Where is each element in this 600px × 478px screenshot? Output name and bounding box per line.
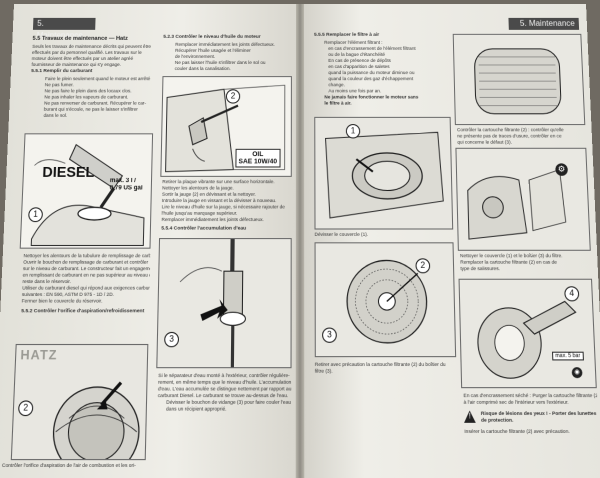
open-manual: 5. Maintenance 5.5 Travaux de maintenanc… xyxy=(0,4,600,478)
left-bottom-text: Contrôler l'orifice d'aspiration de l'ai… xyxy=(1,462,136,469)
filter-housing-drawing xyxy=(456,148,590,250)
figure-number: 2 xyxy=(415,258,431,274)
diesel-label: DIESEL xyxy=(42,163,95,181)
figure-number: 3 xyxy=(322,327,337,343)
oil-dipstick-figure: 2 OIL SAE 10W/40 xyxy=(160,76,292,177)
filter-cover-drawing xyxy=(315,117,453,229)
figure-number: 4 xyxy=(564,286,580,302)
compressed-air-figure: 4 max. 5 bar ◉ xyxy=(458,278,597,389)
water-line: rement, en même temps que le niveau d'hu… xyxy=(158,379,292,385)
filter-element-figure xyxy=(452,33,586,126)
cover-instruction: Dévisser le couvercle (1). xyxy=(314,231,369,237)
intro-line: fournisseur de maintenance qui s'y engag… xyxy=(31,61,122,68)
fuel-subtitle: 5.5.1 Remplir du carburant xyxy=(31,69,93,75)
book-gutter xyxy=(295,4,305,478)
water-line: d'eau. L'eau accumulée se distingue nett… xyxy=(157,385,292,392)
filter-warning: le filtre à air. xyxy=(324,100,352,106)
fuel-line: dans le sol. xyxy=(43,112,68,118)
section-title: 5.5 Travaux de maintenance — Hatz xyxy=(32,35,128,42)
left-page: 5. Maintenance 5.5 Travaux de maintenanc… xyxy=(0,4,296,478)
oil-dipstick-drawing xyxy=(161,77,291,176)
water-subtitle: 5.5.4 Contrôler l'accumulation d'eau xyxy=(161,226,247,232)
compress-text: En cas d'encrassement séché : Purger la … xyxy=(463,392,599,435)
water-text: Si le séparateur d'eau monté à l'extérie… xyxy=(157,372,292,413)
filter-housing-figure: ⚙ xyxy=(455,147,591,251)
filter-cartridge-drawing xyxy=(315,243,456,357)
warning-icon: ! xyxy=(464,411,476,423)
fuel-step: Fermer bien le couvercle du réservoir. xyxy=(21,298,103,304)
water-line: carburant Diesel. Le carburant se trouve… xyxy=(157,392,289,399)
cartridge-check: Contrôler la cartouche filtrante (2) : c… xyxy=(456,127,564,145)
water-line: Dévisser le bouchon de vidange (3) pour … xyxy=(166,399,292,405)
warning-box: ! Risque de lésions des yeux ! - Porter … xyxy=(464,410,599,424)
left-page-header: 5. Maintenance xyxy=(32,17,96,40)
brush-icon: ⚙ xyxy=(555,163,569,176)
left-text-column: 5.5 Travaux de maintenance — Hatz Seuls … xyxy=(29,34,151,119)
right-page: 5. Maintenance 5.5.5 Remplacer le filtre… xyxy=(304,4,600,478)
right-page-header: 5. Maintenance xyxy=(508,17,580,30)
air-intake-figure: HATZ 2 xyxy=(10,343,149,461)
fuel-tank-figure: DIESEL max. 3 l / 0,79 US gal 1 xyxy=(19,133,154,249)
water-line: dans un récipient approprié. xyxy=(165,406,227,412)
cover-clean-text: Nettoyer le couvercle (1) et le boîtier … xyxy=(459,252,563,272)
filter-subtitle: 5.5.5 Remplacer le filtre à air xyxy=(314,32,380,38)
air-subtitle: 5.5.2 Contrôler l'orifice d'aspiration/r… xyxy=(21,309,145,315)
hatz-watermark: HATZ xyxy=(20,347,58,363)
oil-section: 5.2.3 Contrôler le niveau d'huile du mot… xyxy=(163,34,290,72)
max-pressure-label: max. 5 bar xyxy=(551,351,584,361)
oil-subtitle: 5.2.3 Contrôler le niveau d'huile du mot… xyxy=(163,34,261,40)
fuel-tank-drawing xyxy=(21,134,152,247)
fuel-instructions: Nettoyer les alentours de la tubulure de… xyxy=(21,253,150,317)
remove-instruction: Retirer avec précaution la cartouche fil… xyxy=(314,361,446,374)
air-intake-drawing xyxy=(11,345,148,460)
water-line: Si le séparateur d'eau monté à l'extérie… xyxy=(158,372,290,379)
oil-spec-label: OIL SAE 10W/40 xyxy=(235,148,281,168)
water-separator-figure: 3 xyxy=(156,238,292,369)
oil-steps: Retirer la plaque vibrante sur une surfa… xyxy=(161,179,290,234)
filter-cover-figure: 1 xyxy=(314,116,454,230)
filter-cartridge-figure: 2 3 xyxy=(314,242,457,358)
capacity-label: max. 3 l / 0,79 US gal xyxy=(109,177,143,192)
filter-section: 5.5.5 Remplacer le filtre à air Remplace… xyxy=(314,32,446,107)
oil-step: Remplacer immédiatement les joints défec… xyxy=(161,216,264,223)
goggles-icon: ◉ xyxy=(571,367,583,379)
filter-element-drawing xyxy=(453,34,585,125)
figure-number: 1 xyxy=(345,124,361,139)
figure-number: 2 xyxy=(225,89,241,104)
oil-line: couler dans la canalisation. xyxy=(174,65,231,72)
water-separator-drawing xyxy=(157,239,291,368)
